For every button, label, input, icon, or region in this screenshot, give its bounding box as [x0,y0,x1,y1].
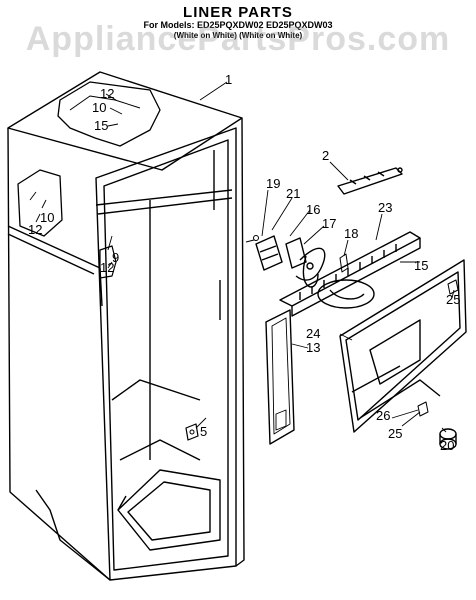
diagram-title: LINER PARTS [183,4,293,21]
callout-21: 21 [286,186,300,201]
callout-10-top: 10 [92,100,106,115]
fan-motor-assembly [255,235,326,288]
liner-body [7,71,245,581]
part-23-air-duct [279,231,421,317]
leader-lines [29,81,455,433]
callout-25-top: 25 [446,292,460,307]
callout-23: 23 [378,200,392,215]
callout-1: 1 [225,72,232,87]
callout-12-hinge: 12 [100,260,114,275]
callout-5: 5 [200,424,207,439]
model-line: For Models: ED25PQXDW02 ED25PQXDW03 [143,20,333,30]
part-13-panel [265,309,295,445]
callout-10-side: 10 [40,210,54,225]
part-24-cover [339,259,467,433]
callout-18: 18 [344,226,358,241]
callout-12-top: 12 [100,86,114,101]
callout-20: 20 [440,438,454,453]
callout-labels: 1 2 5 9 10 10 12 12 12 13 15 15 16 17 18… [28,72,460,453]
part-2-bracket [337,167,403,195]
callout-17: 17 [322,216,336,231]
callout-12-side: 12 [28,222,42,237]
color-note: (White on White) (White on White) [173,31,303,40]
callout-25-bottom: 25 [388,426,402,441]
callout-13: 13 [306,340,320,355]
callout-15-right: 15 [414,258,428,273]
callout-9: 9 [112,250,119,265]
callout-2: 2 [322,148,329,163]
callout-24: 24 [306,326,320,341]
callout-15-top: 15 [94,118,108,133]
callout-26: 26 [376,408,390,423]
callout-19: 19 [266,176,280,191]
callout-16: 16 [306,202,320,217]
